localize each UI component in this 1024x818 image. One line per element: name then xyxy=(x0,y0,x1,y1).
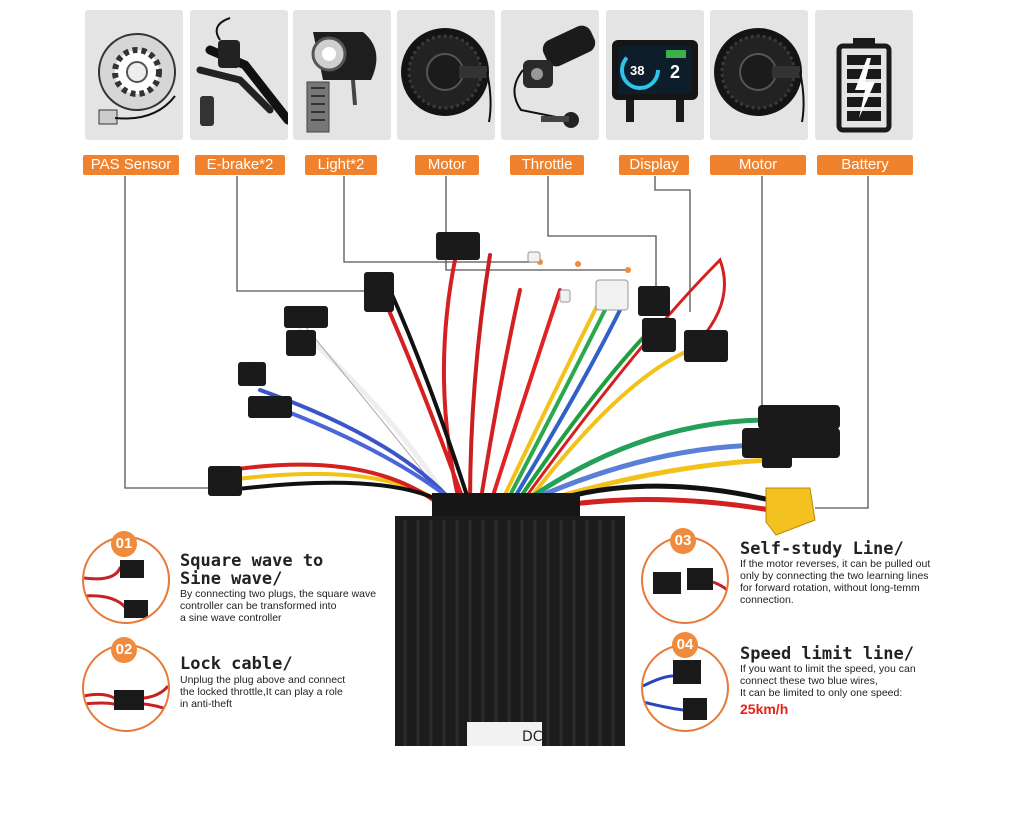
throttle-icon xyxy=(513,25,596,128)
callout-04-title: Speed limit line/ xyxy=(740,644,914,664)
label-motor-2: Motor xyxy=(710,155,806,175)
label-motor-1: Motor xyxy=(415,155,479,175)
callout-02-title: Lock cable/ xyxy=(180,654,293,674)
controller-label: DC xyxy=(522,729,543,745)
battery-icon xyxy=(836,38,892,133)
callout-02-number: 02 xyxy=(111,637,137,663)
callout-01-description: By connecting two plugs, the square wave… xyxy=(180,588,377,624)
callout-03-description: If the motor reverses, it can be pulled … xyxy=(740,558,931,606)
wire-bundle xyxy=(228,253,773,513)
tile-throttle xyxy=(501,10,599,140)
callout-01-number: 01 xyxy=(111,531,137,557)
tile-pas-sensor xyxy=(85,10,183,140)
label-pas-sensor: PAS Sensor xyxy=(83,155,179,175)
label-display: Display xyxy=(619,155,689,175)
leader-lines xyxy=(124,176,869,509)
white-connectors xyxy=(527,251,629,311)
tile-motor-2 xyxy=(710,10,808,140)
callout-04-number: 04 xyxy=(672,632,698,658)
tile-display: 38 2 xyxy=(606,10,704,140)
callout-04-description: If you want to limit the speed, you can … xyxy=(740,663,916,699)
brake-lever-icon xyxy=(196,17,288,126)
headlight-icon xyxy=(306,32,377,133)
callout-03-title: Self-study Line/ xyxy=(740,539,904,559)
tile-battery xyxy=(815,10,913,140)
wire-connectors xyxy=(208,232,840,496)
callout-02-description: Unplug the plug above and connect the lo… xyxy=(180,674,346,710)
hub-motor-icon xyxy=(401,28,492,123)
controller-box: DC xyxy=(395,493,625,746)
label-battery: Battery xyxy=(817,155,913,175)
xt60-connector xyxy=(765,487,816,536)
label-throttle: Throttle xyxy=(510,155,584,175)
pas-sensor-icon xyxy=(98,33,176,125)
tile-light xyxy=(293,10,391,140)
callout-04-image xyxy=(641,644,729,732)
callout-04-speed: 25km/h xyxy=(740,701,789,717)
callout-03-number: 03 xyxy=(670,528,696,554)
label-light: Light*2 xyxy=(305,155,377,175)
hub-motor-icon xyxy=(714,28,805,123)
label-ebrake: E-brake*2 xyxy=(195,155,285,175)
tile-motor-1 xyxy=(397,10,495,140)
display-icon: 38 2 xyxy=(612,40,698,122)
display-speed: 38 xyxy=(630,63,644,78)
display-gear: 2 xyxy=(670,62,680,82)
tile-ebrake xyxy=(190,10,288,140)
callout-01-title: Square wave to Sine wave/ xyxy=(180,551,324,589)
